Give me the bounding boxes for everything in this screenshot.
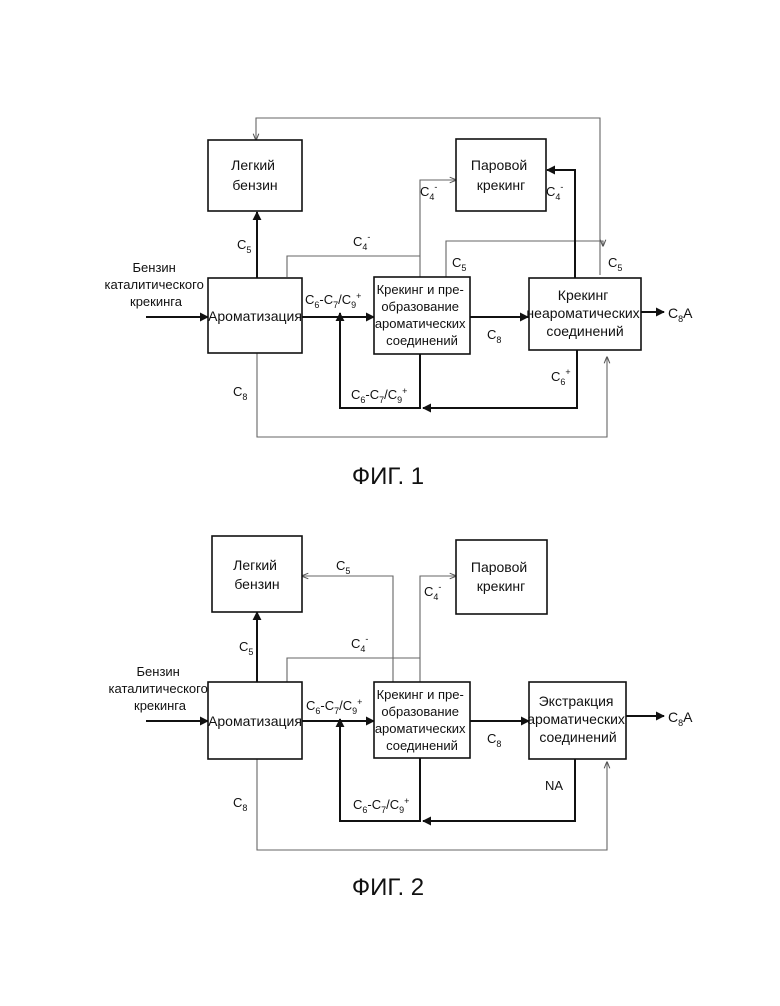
- fig1-label-c4-mid: C4-: [353, 232, 370, 252]
- figure-1: Легкий бензин Паровой крекинг Ароматизац…: [105, 118, 694, 490]
- fig2-caption: ФИГ. 2: [352, 874, 424, 901]
- fig2-steam-cracking-box: [456, 540, 547, 614]
- fig2-feed-label: Бензин каталитического крекинга: [109, 664, 212, 713]
- fig2-label-c4-mid: C4-: [351, 634, 368, 654]
- fig1-steam-cracking-box: [456, 139, 546, 211]
- fig2-label-na: NA: [545, 778, 563, 793]
- fig2-label-c5-top: C5: [336, 558, 350, 576]
- fig2-label-c6c9-recycle: C6-C7/C9+: [353, 796, 409, 815]
- fig2-label-c6c9-out: C6-C7/C9+: [306, 697, 362, 716]
- fig2-extraction-label: Экстракция ароматических соединений: [527, 693, 629, 745]
- fig1-label-c5-mid: C5: [452, 255, 466, 273]
- fig1-label-c5-up: C5: [237, 237, 251, 255]
- fig2-label-c8-left: C8: [233, 795, 247, 813]
- fig2-label-c8-mid: C8: [487, 731, 501, 749]
- fig1-feed-label: Бензин каталитического крекинга: [105, 260, 208, 309]
- fig2-label-product: C8A: [668, 709, 693, 728]
- fig2-c5-to-light-gasoline: [302, 576, 393, 682]
- fig1-label-c6c9-recycle: C6-C7/C9+: [351, 386, 407, 405]
- fig1-aromatization-label: Ароматизация: [208, 308, 302, 324]
- fig2-label-c5-up: C5: [239, 639, 253, 657]
- fig1-label-product: C8A: [668, 305, 693, 324]
- fig1-label-c6-plus: C6+: [551, 367, 571, 387]
- fig1-caption: ФИГ. 1: [352, 463, 424, 490]
- fig1-light-gasoline-box: [208, 140, 302, 211]
- figure-2: Легкий бензин Паровой крекинг Ароматизац…: [109, 536, 694, 901]
- fig2-light-gasoline-box: [212, 536, 302, 612]
- fig1-label-c8-mid: C8: [487, 327, 501, 345]
- fig1-label-c4-top: C4-: [420, 182, 437, 202]
- fig1-label-c4-right: C4-: [546, 182, 563, 202]
- fig1-label-c8-left: C8: [233, 384, 247, 402]
- fig1-c8-bypass: [257, 352, 607, 437]
- fig2-c8-bypass: [257, 759, 607, 850]
- fig2-aromatization-label: Ароматизация: [208, 713, 302, 729]
- fig2-label-c4-top: C4-: [424, 582, 441, 602]
- fig1-c5-line: [446, 241, 603, 277]
- fig1-label-c6c9-out: C6-C7/C9+: [305, 291, 361, 310]
- fig1-c4-line: [287, 256, 420, 277]
- fig1-label-c5-right: C5: [608, 255, 622, 273]
- fig2-c4-line: [287, 658, 420, 682]
